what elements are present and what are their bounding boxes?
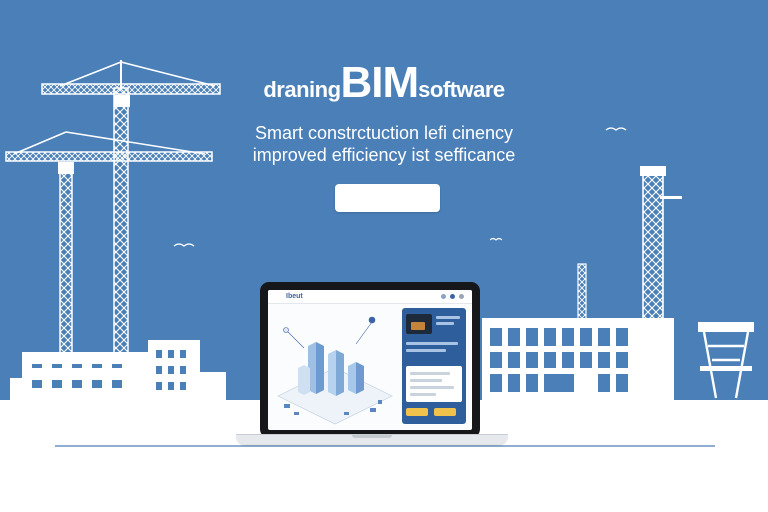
action-chip[interactable]	[406, 408, 428, 416]
panel-text-line	[436, 322, 454, 325]
help-icon[interactable]	[441, 294, 446, 299]
tagline-line-1: Smart constrctuction lefi cinency	[254, 123, 514, 143]
buildings-left	[10, 340, 226, 400]
info-card	[406, 366, 462, 402]
bim-3d-model-view[interactable]	[274, 308, 396, 426]
app-screen: Ibeut	[268, 290, 472, 430]
details-side-panel	[402, 308, 466, 424]
water-tower-right	[698, 322, 754, 399]
app-topbar: Ibeut	[268, 290, 472, 304]
notification-icon[interactable]	[450, 294, 455, 299]
headline-suffix: software	[418, 77, 505, 102]
building-frame-right	[482, 263, 674, 400]
panel-text-line	[406, 342, 458, 345]
model-towers	[298, 342, 364, 396]
settings-icon[interactable]	[459, 294, 464, 299]
bird-icon	[173, 243, 195, 247]
tower-crane-right	[640, 166, 682, 401]
bird-icon	[605, 127, 627, 131]
tower-crane-left-short	[5, 131, 213, 359]
panel-text-line	[436, 316, 460, 319]
app-toolbar-icons	[441, 294, 464, 299]
model-assets	[284, 400, 382, 415]
headline: draningBIMsoftware	[0, 58, 768, 108]
app-brand: Ibeut	[286, 293, 303, 300]
panel-text-line	[406, 349, 446, 352]
cta-button[interactable]	[335, 184, 440, 212]
laptop-base	[236, 434, 508, 444]
headline-main: BIM	[340, 58, 420, 107]
laptop-notch	[352, 435, 392, 438]
headline-prefix: draning	[263, 77, 341, 102]
laptop-screen-bezel: Ibeut	[260, 282, 480, 438]
site-photo-thumbnail[interactable]	[406, 314, 432, 334]
bird-icon	[489, 237, 503, 241]
model-annotations	[283, 316, 376, 349]
laptop: Ibeut	[236, 282, 508, 446]
action-chip[interactable]	[434, 408, 456, 416]
tagline-line-2: improved efficiency ist sefficance	[252, 145, 516, 165]
